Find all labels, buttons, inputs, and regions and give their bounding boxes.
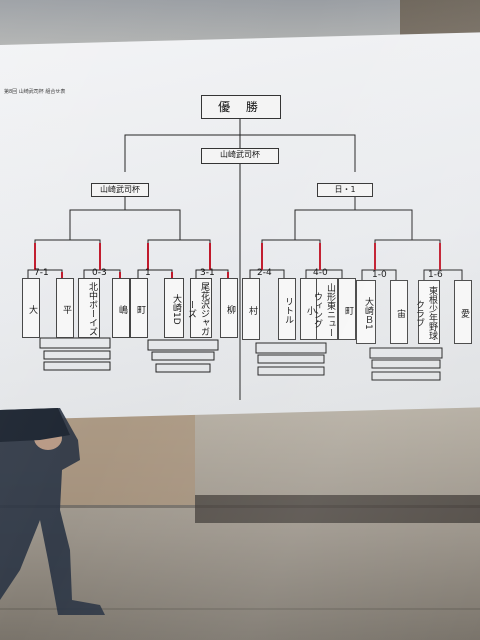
score-label: 7-1 — [34, 268, 49, 278]
team-card: 大崎Ｂ1 — [356, 280, 376, 344]
score-label: 1-6 — [428, 270, 443, 280]
team-card: 大崎1D — [164, 278, 184, 338]
score-label: 1 — [145, 268, 151, 278]
team-card: リトル — [278, 278, 296, 340]
score-label: 3-1 — [200, 268, 215, 278]
score-label: 0-3 — [92, 268, 107, 278]
wall-base — [195, 495, 480, 523]
team-card: 東根少年野球クラブ — [414, 280, 440, 344]
person-figure — [0, 408, 105, 615]
floor-edge-lower — [0, 608, 480, 610]
team-card: 尾花沢ジャガーズ — [186, 278, 212, 338]
champion-box: 優 勝 — [201, 95, 281, 119]
sheet-heading: 第8回 山崎武司杯 組合せ表 — [4, 89, 66, 95]
team-card: 嶋 — [112, 278, 130, 338]
team-card: 北中ボーイズ — [78, 278, 100, 338]
team-card: 山形東ニューウィング — [312, 278, 338, 340]
left-semifinal-winner-box: 山崎武司杯 — [91, 183, 149, 197]
score-label: 1-0 — [372, 270, 387, 280]
score-label: 4-0 — [313, 268, 328, 278]
score-label: 2-4 — [257, 268, 272, 278]
team-card: 町 — [338, 278, 356, 340]
final-winner-box: 山崎武司杯 — [201, 148, 279, 164]
team-card: 平 — [56, 278, 74, 338]
team-card: 宙 — [390, 280, 408, 344]
team-card: 町 — [130, 278, 148, 338]
team-card: 愛 — [454, 280, 472, 344]
right-semifinal-winner-box: 日・1 — [317, 183, 373, 197]
wood-panel — [60, 405, 195, 505]
team-card: 大 — [22, 278, 40, 338]
team-card: 村 — [242, 278, 260, 340]
team-card: 柳 — [220, 278, 238, 338]
